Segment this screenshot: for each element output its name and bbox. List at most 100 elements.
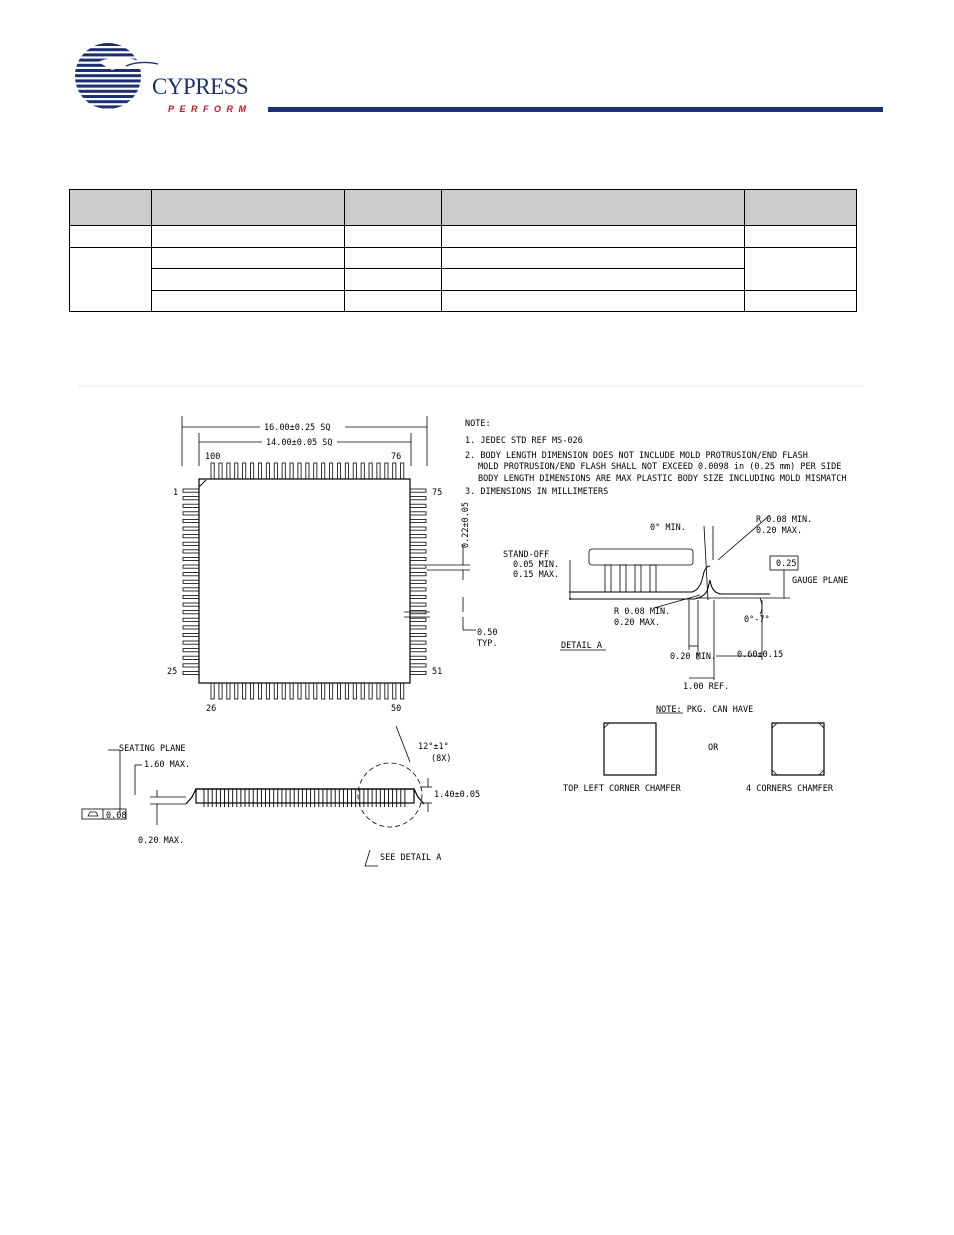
pin <box>329 462 334 480</box>
pin <box>182 549 200 554</box>
revision-table <box>69 189 857 312</box>
pin <box>273 682 278 700</box>
pin <box>352 462 357 480</box>
pin <box>321 682 326 700</box>
table-cell <box>69 225 152 248</box>
table-cell <box>151 225 345 248</box>
pin <box>182 617 200 622</box>
pin <box>182 610 200 615</box>
max-height: 1.60 MAX. <box>144 760 190 770</box>
chamfer-note: NOTE: PKG. CAN HAVE <box>656 705 753 715</box>
pin <box>182 579 200 584</box>
pin <box>329 682 334 700</box>
logo-wordmark: CYPRESS <box>152 74 249 99</box>
pin-label: 76 <box>391 452 401 462</box>
table-cell <box>744 289 857 312</box>
chamfer-option-2 <box>771 722 825 776</box>
table-cell <box>151 246 345 269</box>
pin <box>409 655 427 660</box>
globe-stripe <box>75 48 141 52</box>
pin <box>360 462 365 480</box>
table-header-cell <box>151 189 345 226</box>
pin <box>182 511 200 516</box>
table-header-row <box>69 189 857 226</box>
detail-radius-top: R 0.08 MIN. <box>756 515 812 525</box>
pin <box>305 462 310 480</box>
pin <box>409 496 427 501</box>
chamfer-or: OR <box>708 743 719 753</box>
note-2: 2. BODY LENGTH DIMENSION DOES NOT INCLUD… <box>465 451 808 461</box>
note-3: 3. DIMENSIONS IN MILLIMETERS <box>465 487 608 497</box>
pin <box>182 534 200 539</box>
note-2-line-3: BODY LENGTH DIMENSIONS ARE MAX PLASTIC B… <box>478 474 846 484</box>
pin <box>289 682 294 700</box>
globe-stripe <box>75 84 141 88</box>
lead-angle: 12°±1° <box>418 742 449 752</box>
detail-radius-top-max: 0.20 MAX. <box>756 526 802 536</box>
note-2-line-2: MOLD PROTRUSION/END FLASH SHALL NOT EXCE… <box>478 462 841 472</box>
pin <box>409 602 427 607</box>
detail-radius-bottom-max: 0.20 MAX. <box>614 618 660 628</box>
globe-stripe <box>75 53 141 57</box>
pin <box>313 682 318 700</box>
pin <box>182 557 200 562</box>
table-cell <box>69 246 152 312</box>
pin <box>336 682 341 700</box>
table-cell <box>344 268 442 291</box>
pin <box>409 633 427 638</box>
seating-plane-label: SEATING PLANE <box>119 744 186 754</box>
globe-stripe <box>75 89 141 93</box>
globe-stripe <box>75 74 141 78</box>
table-row <box>69 225 857 248</box>
globe-stripe <box>75 43 141 46</box>
pin <box>182 671 200 676</box>
pin <box>182 640 200 645</box>
pin <box>265 462 270 480</box>
pin <box>409 625 427 630</box>
pin <box>226 462 231 480</box>
note-1: 1. JEDEC STD REF MS-026 <box>465 436 583 446</box>
pin-label: 25 <box>167 667 177 677</box>
table-cell <box>441 246 745 269</box>
pin <box>336 462 341 480</box>
pitch-dim: 0.50 <box>477 628 497 638</box>
pin <box>297 462 302 480</box>
pin <box>182 541 200 546</box>
pin <box>182 655 200 660</box>
lead-width-dim: 0.22±0.05 <box>461 502 471 548</box>
pin <box>368 682 373 700</box>
foot-angle: 0°-7° <box>744 615 770 625</box>
detail-a-label: DETAIL A <box>561 641 602 651</box>
detail-angle-min: 0° MIN. <box>650 523 686 533</box>
table-row <box>69 246 857 312</box>
table-cell <box>441 268 745 291</box>
pin <box>250 682 255 700</box>
pin-label: 26 <box>206 704 216 714</box>
ref-length: 1.00 REF. <box>683 682 729 692</box>
dim-body-width: 14.00±0.05 SQ <box>266 438 333 448</box>
pin <box>352 682 357 700</box>
pin <box>409 564 427 569</box>
pin <box>297 682 302 700</box>
pin <box>409 503 427 508</box>
pin <box>409 572 427 577</box>
pin <box>409 541 427 546</box>
pin <box>257 682 262 700</box>
table-cell <box>441 225 745 248</box>
pin <box>409 648 427 653</box>
pin <box>250 462 255 480</box>
pin <box>313 462 318 480</box>
pin <box>182 595 200 600</box>
detail-lead <box>649 564 657 593</box>
gauge-plane-label: GAUGE PLANE <box>792 576 848 586</box>
table-cell <box>744 225 857 248</box>
pin <box>182 602 200 607</box>
pin-label: 51 <box>432 667 442 677</box>
pin <box>218 462 223 480</box>
table-cell <box>344 225 442 248</box>
pin <box>242 682 247 700</box>
pin <box>281 462 286 480</box>
pin <box>210 682 215 700</box>
table-row <box>70 289 857 312</box>
header-rule <box>268 107 883 112</box>
